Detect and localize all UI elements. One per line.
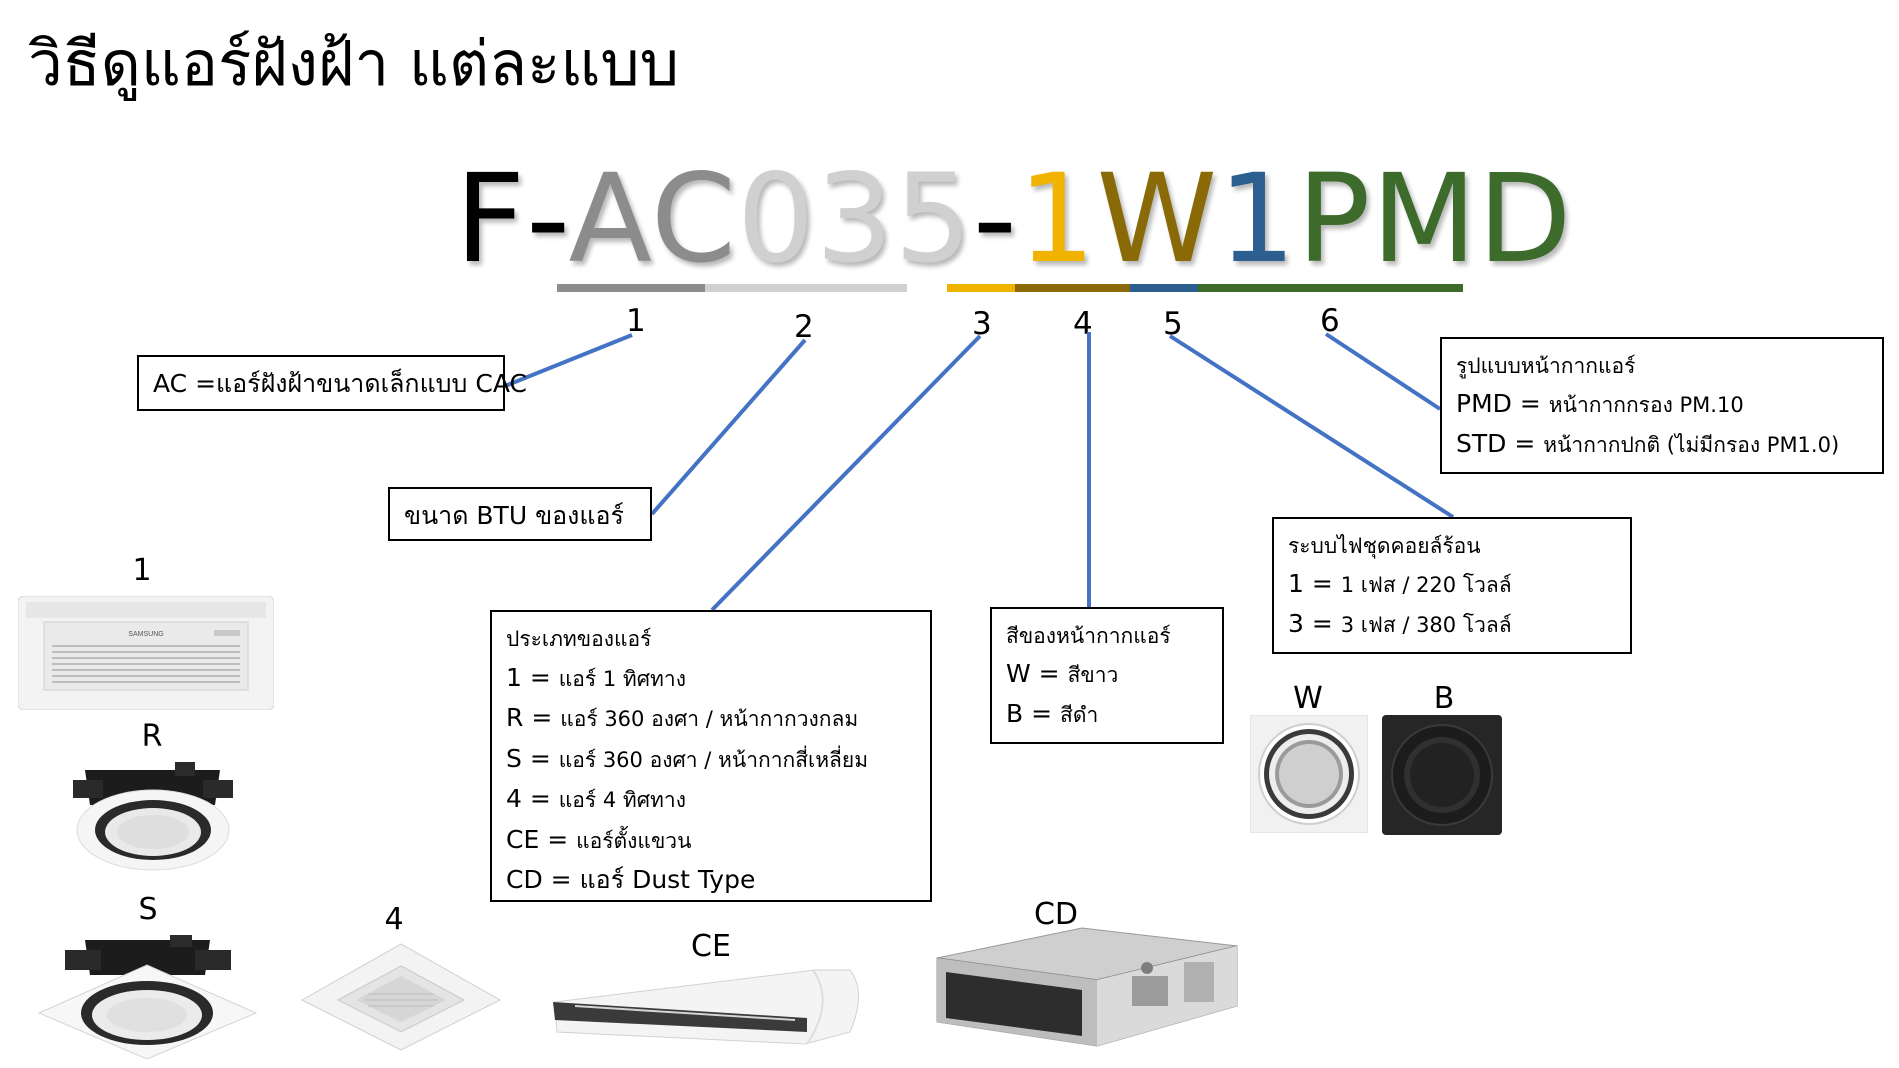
power-heading: ระบบไฟชุดคอยล์ร้อน [1288, 534, 1481, 558]
product-label-s: S [138, 892, 158, 927]
panel-item: PMD = หน้ากากกรอง PM.10 [1456, 389, 1744, 418]
type-item: CE = แอร์ตั้งแขวน [506, 824, 692, 854]
type-item: 1 = แอร์ 1 ทิศทาง [506, 662, 686, 692]
connector-3 [710, 334, 982, 612]
duct-type-image [936, 927, 1238, 1047]
connector-5 [1168, 334, 1455, 519]
btu-description-box: ขนาด BTU ของแอร์ [388, 487, 652, 541]
ac-description-text: AC =แอร์ฝังฝ้าขนาดเล็กแบบ CAC [153, 369, 527, 398]
underline-btu [705, 284, 907, 292]
page-title: วิธีดูแอร์ฝังฝ้า แต่ละแบบ [28, 27, 680, 100]
product-label-cd: CD [1033, 897, 1079, 932]
product-label-4: 4 [384, 902, 404, 937]
type-item: R = แอร์ 360 องศา / หน้ากากวงกลม [506, 703, 859, 732]
connector-6 [1324, 332, 1442, 411]
model-code: F-AC035-1W1PMD [455, 158, 1573, 280]
code-seg-dash: - [972, 148, 1018, 290]
one-way-cassette-image: SAMSUNG [18, 596, 274, 710]
product-label-w: W [1293, 681, 1323, 716]
number-2: 2 [794, 309, 814, 345]
panel-item: STD = หน้ากากปกติ (ไม่มีกรอง PM1.0) [1456, 429, 1840, 458]
connector-2 [650, 338, 807, 516]
panel-box: รูปแบบหน้ากากแอร์ PMD = หน้ากากกรอง PM.1… [1440, 337, 1884, 474]
color-item: B = สีดำ [1006, 699, 1099, 728]
code-seg-power: 1 [1218, 148, 1297, 290]
underline-ac [557, 284, 705, 292]
type-item: S = แอร์ 360 องศา / หน้ากากสี่เหลี่ยม [506, 743, 869, 773]
four-way-cassette-image [300, 943, 502, 1051]
underline-color [1015, 284, 1130, 292]
type-heading: ประเภทของแอร์ [506, 627, 652, 651]
code-seg-ac: AC [568, 148, 738, 290]
underline-panel [1198, 284, 1463, 292]
product-label-b: B [1433, 681, 1455, 716]
underline-power [1130, 284, 1198, 292]
number-4: 4 [1073, 306, 1093, 342]
square-360-cassette-image [37, 935, 258, 1060]
white-panel-image [1250, 715, 1368, 833]
btu-description-text: ขนาด BTU ของแอร์ [404, 501, 624, 530]
number-1: 1 [626, 303, 646, 339]
black-panel-image [1382, 715, 1502, 835]
power-item: 1 = 1 เฟส / 220 โวลล์ [1288, 569, 1512, 598]
product-label-1: 1 [132, 553, 152, 588]
number-3: 3 [972, 306, 992, 342]
connector-1 [504, 333, 633, 388]
type-item: CD = แอร์ Dust Type [506, 865, 756, 894]
underline-type [947, 284, 1015, 292]
code-seg-prefix: F- [455, 148, 569, 290]
ac-description-box: AC =แอร์ฝังฝ้าขนาดเล็กแบบ CAC [137, 355, 527, 411]
number-6: 6 [1320, 303, 1340, 339]
product-label-r: R [141, 719, 163, 754]
color-box: สีของหน้ากากแอร์ W = สีขาว B = สีดำ [990, 607, 1224, 744]
color-item: W = สีขาว [1006, 659, 1119, 688]
type-box: ประเภทของแอร์ 1 = แอร์ 1 ทิศทาง R = แอร์… [490, 610, 932, 902]
power-box: ระบบไฟชุดคอยล์ร้อน 1 = 1 เฟส / 220 โวลล์… [1272, 517, 1632, 654]
number-5: 5 [1163, 306, 1183, 342]
type-item: 4 = แอร์ 4 ทิศทาง [506, 784, 686, 813]
ceiling-suspended-image [553, 969, 859, 1045]
code-seg-panel: PMD [1296, 148, 1573, 290]
round-360-cassette-image [73, 762, 233, 871]
brand-text: SAMSUNG [128, 631, 163, 638]
panel-heading: รูปแบบหน้ากากแอร์ [1456, 354, 1636, 378]
color-heading: สีของหน้ากากแอร์ [1006, 624, 1171, 648]
product-label-ce: CE [691, 929, 731, 964]
code-seg-color: W [1096, 148, 1219, 290]
power-item: 3 = 3 เฟส / 380 โวลล์ [1288, 609, 1512, 638]
code-seg-btu: 035 [737, 148, 973, 290]
code-seg-type: 1 [1017, 148, 1097, 290]
